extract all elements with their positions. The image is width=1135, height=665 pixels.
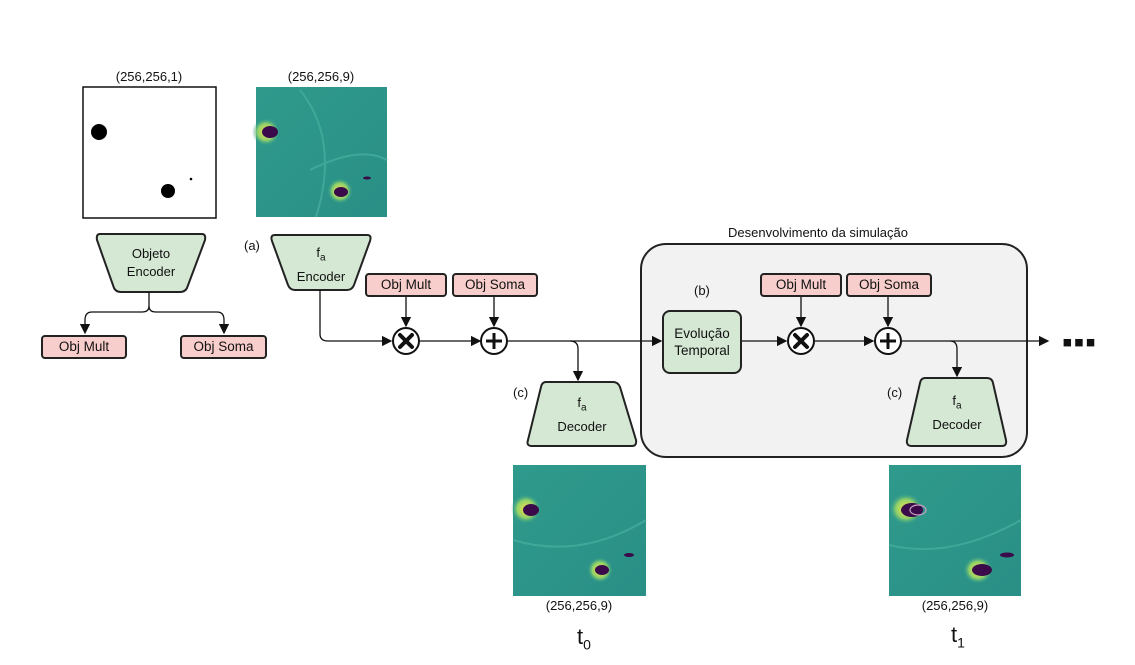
evolucao-temporal-box: Evolução Temporal	[662, 310, 742, 374]
evolucao-line2: Temporal	[674, 343, 730, 358]
fa-encoder-label: fa Encoder	[297, 244, 345, 286]
fa-decoder-t0-f: f	[577, 395, 582, 410]
fa-decoder-t1-sub: a	[956, 400, 962, 412]
obstacle-circle-1	[91, 124, 107, 140]
fa-encoder-shape	[270, 234, 372, 291]
t0-t: t	[577, 624, 584, 649]
input-shape-label: (256,256,1)	[115, 69, 183, 84]
simulation-title: Desenvolvimento da simulação	[728, 225, 908, 240]
fa-decoder-t1-line2: Decoder	[932, 416, 982, 432]
obstacle-circle-2	[161, 184, 175, 198]
ellipsis: ▪▪▪	[1062, 326, 1097, 359]
output-shape-t0: (256,256,9)	[545, 598, 613, 613]
obstacle-dot	[189, 177, 193, 181]
label-b: (b)	[694, 283, 710, 298]
obj-mult-box-2: Obj Mult	[365, 273, 447, 297]
obj-soma-box-2: Obj Soma	[452, 273, 538, 297]
evolucao-line1: Evolução	[674, 326, 730, 341]
label-c-1: (c)	[513, 385, 529, 400]
encoded-field-image	[252, 87, 388, 218]
multiply-operator-1	[392, 327, 420, 355]
fa-decoder-t0-label: fa Decoder	[557, 394, 606, 436]
input-mask-image	[82, 86, 217, 219]
objeto-encoder-line2: Encoder	[126, 264, 176, 279]
fa-decoder-t0-sub: a	[581, 402, 587, 414]
obj-mult-box-1: Obj Mult	[41, 335, 127, 359]
fa-encoder-line2: Encoder	[296, 268, 346, 284]
obj-mult-box-3: Obj Mult	[760, 273, 842, 297]
obj-soma-box-1: Obj Soma	[180, 335, 267, 359]
t1-sub: 1	[957, 634, 965, 651]
fa-decoder-t1-shape	[905, 377, 1008, 447]
add-operator-1	[480, 327, 508, 355]
multiply-operator-2	[787, 327, 815, 355]
objeto-encoder-line1: Objeto	[131, 246, 171, 261]
fa-decoder-t0-line2: Decoder	[557, 418, 607, 434]
output-shape-t1: (256,256,9)	[921, 598, 989, 613]
objeto-encoder-label: Objeto Encoder	[127, 245, 175, 281]
fa-encoder-sub: a	[320, 252, 326, 264]
label-a: (a)	[244, 238, 260, 253]
objeto-encoder-shape	[95, 233, 207, 293]
obj-soma-box-3: Obj Soma	[846, 273, 932, 297]
t1-t: t	[951, 622, 958, 647]
fa-encoder-f: f	[316, 245, 321, 260]
time-label-t0: t0	[577, 624, 591, 652]
fa-decoder-t1-f: f	[952, 393, 957, 408]
encoded-shape-label: (256,256,9)	[287, 69, 355, 84]
output-field-image-t0	[511, 465, 647, 596]
output-field-image-t1	[888, 465, 1022, 596]
fa-decoder-t1-label: fa Decoder	[932, 392, 981, 434]
label-c-2: (c)	[887, 385, 903, 400]
time-label-t1: t1	[951, 622, 965, 650]
add-operator-2	[874, 327, 902, 355]
t0-sub: 0	[583, 636, 591, 653]
fa-decoder-t0-shape	[526, 381, 638, 447]
